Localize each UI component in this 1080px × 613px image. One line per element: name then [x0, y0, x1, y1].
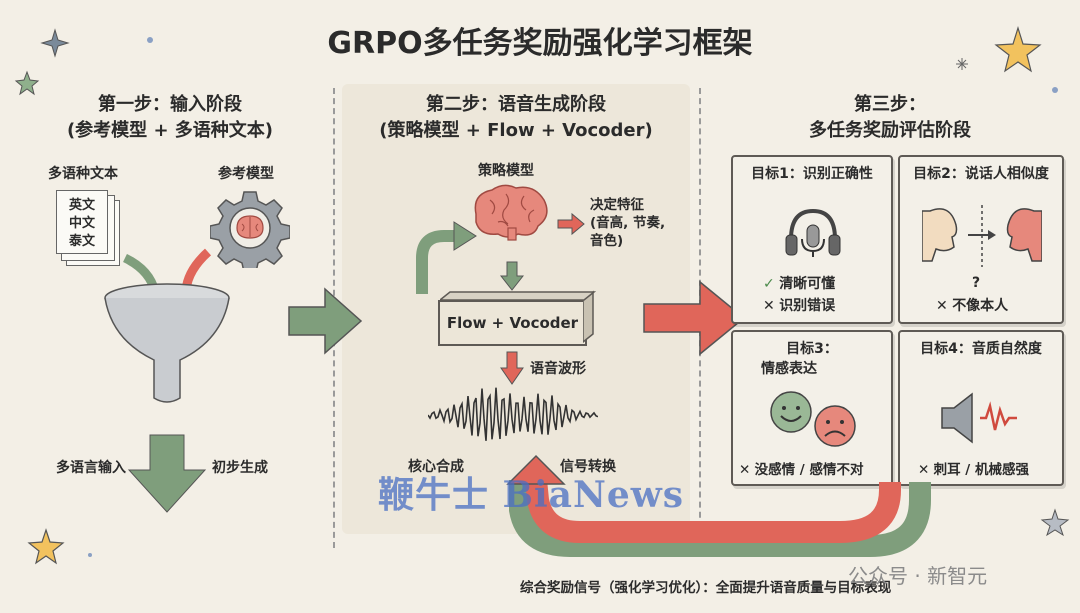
- goal1-negative: 识别错误: [779, 298, 836, 314]
- arrow-down-green: [127, 434, 207, 513]
- goal3-card: 目标3： 情感表达 ✕ 没感情 / 感情不对: [731, 330, 893, 486]
- watermark-bianews: 鞭牛士 BiaNews: [378, 474, 685, 516]
- arrow-right-green: [288, 287, 363, 355]
- goal2-title: 目标2：说话人相似度: [913, 166, 1049, 182]
- goal3-negative: 没感情 / 感情不对: [754, 462, 864, 478]
- step3-heading: 第三步：: [854, 94, 926, 115]
- doc-line: 泰文: [68, 234, 95, 249]
- goal1-title: 目标1：识别正确性: [751, 166, 873, 182]
- feedback-loop-arrow: [506, 454, 931, 557]
- waveform-icon: [428, 387, 598, 441]
- gear-brain-icon: [210, 191, 290, 268]
- speaker-noise-icon: [941, 392, 1017, 444]
- step3-subheading: 多任务奖励评估阶段: [809, 120, 971, 141]
- waveform-label: 语音波形: [530, 361, 586, 377]
- goal2-negative: 不像本人: [952, 298, 1009, 314]
- flow-vocoder-box: Flow + Vocoder: [438, 300, 587, 346]
- faces-comparison-icon: [922, 205, 1042, 267]
- sparkle-icon: [40, 28, 70, 58]
- doc-line: 中文: [68, 216, 95, 231]
- curved-arrow-green-up: [416, 221, 477, 294]
- initial-generation-label: 初步生成: [212, 460, 268, 476]
- step1-subheading: (参考模型 + 多语种文本): [66, 120, 274, 141]
- arrow-right-red: [643, 280, 746, 356]
- signal-conversion-label: 信号转换: [560, 459, 616, 475]
- funnel-icon: [104, 297, 230, 403]
- goal2-card: 目标2：说话人相似度 ? ✕ 不像本人: [898, 155, 1064, 324]
- doc-line: 英文: [68, 198, 95, 213]
- step1-heading: 第一步：输入阶段: [98, 94, 242, 115]
- multilingual-input-label: 多语言输入: [56, 460, 126, 476]
- text-input-label: 多语种文本: [48, 166, 118, 182]
- box-3d-top: [440, 291, 596, 301]
- policy-model-label: 策略模型: [478, 163, 534, 179]
- emotion-faces-icon: [770, 391, 856, 447]
- watermark-wechat: 公众号 · 新智元: [848, 564, 988, 588]
- cross-icon: ✕: [739, 462, 751, 478]
- goal3-subtitle: 情感表达: [761, 361, 817, 377]
- sparkle-icon: [88, 37, 1058, 557]
- goal4-negative: 刺耳 / 机械感强: [933, 462, 1029, 478]
- star-icon: [14, 70, 40, 96]
- goal1-card: 目标1：识别正确性 ✓ 清晰可懂 ✕ 识别错误: [731, 155, 893, 324]
- goal3-title: 目标3：: [786, 341, 838, 357]
- star-icon: [994, 25, 1042, 73]
- features-label: 决定特征 (音高, 节奏, 音色): [590, 197, 666, 249]
- cross-icon: ✕: [763, 298, 775, 314]
- step2-subheading: (策略模型 + Flow + Vocoder): [379, 120, 653, 141]
- brain-icon: [474, 184, 548, 241]
- goal1-positive: 清晰可懂: [779, 276, 836, 292]
- cross-icon: ✕: [936, 298, 948, 314]
- question-mark: ?: [972, 275, 981, 291]
- core-synthesis-label: 核心合成: [408, 459, 464, 475]
- reward-signal-caption: 综合奖励信号（强化学习优化）：全面提升语音质量与目标表现: [520, 580, 892, 596]
- step2-heading: 第二步：语音生成阶段: [426, 94, 606, 115]
- star-icon: [1040, 508, 1070, 537]
- headphones-icon: [785, 208, 841, 257]
- arrow-down-red: [500, 351, 524, 385]
- cross-icon: ✕: [918, 462, 930, 478]
- goal4-card: 目标4：音质自然度 ✕ 刺耳 / 机械感强: [898, 330, 1064, 486]
- star-icon: [27, 528, 65, 565]
- goal4-title: 目标4：音质自然度: [920, 341, 1042, 357]
- arrow-down-green-small: [500, 261, 524, 291]
- document-icon: 英文 中文 泰文: [56, 190, 108, 254]
- arrow-right-red-small: [557, 212, 585, 236]
- ref-model-label: 参考模型: [218, 166, 274, 182]
- check-icon: ✓: [763, 276, 775, 292]
- arrow-head: [506, 454, 566, 485]
- sparkle-icon: [956, 58, 968, 70]
- funnel-diagram: [104, 248, 230, 513]
- page-title: GRPO多任务奖励强化学习框架: [327, 26, 753, 61]
